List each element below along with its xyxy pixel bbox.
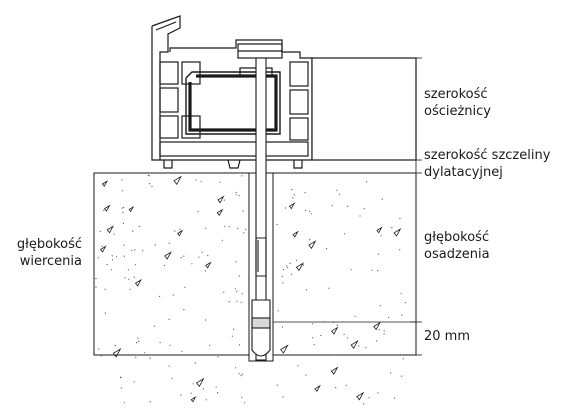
label-embed-depth: głębokość osadzenia xyxy=(424,230,490,262)
window-frame-profile xyxy=(151,15,417,169)
anchor-screw xyxy=(251,57,271,361)
label-frame-width: szerokość ościeżnicy xyxy=(424,87,491,119)
label-gap-width: szerokość szczeliny dylatacyjnej xyxy=(424,148,551,180)
label-drill-depth: głębokość wiercenia xyxy=(16,237,82,269)
dimension-lines xyxy=(93,57,422,356)
concrete-aggregate xyxy=(95,174,406,405)
label-min-depth: 20 mm xyxy=(424,329,471,344)
